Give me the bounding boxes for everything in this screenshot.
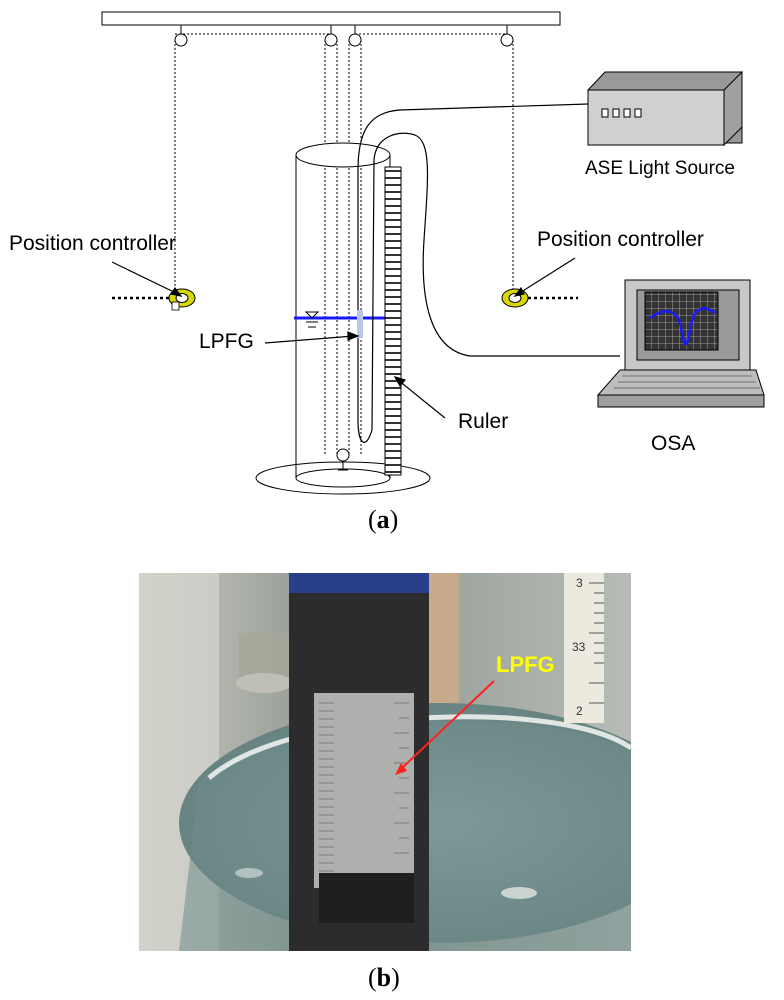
position-controller-left-label: Position controller [9,232,176,255]
optical-fiber [357,103,620,443]
setup-diagram [101,11,765,495]
experiment-photo: 3 33 2 [139,573,631,951]
pulley-strings [174,33,514,455]
osa-label: OSA [651,432,696,455]
lpfg-photo-label: LPFG [496,652,555,677]
caption-a-letter: a [376,505,390,534]
ruler-label: Ruler [458,410,509,433]
photo-ruler-mark-3: 2 [576,704,583,718]
photo-ruler-mark-1: 3 [576,576,583,590]
water-level-symbol [304,311,320,328]
label-arrows [111,257,576,419]
caption-a: (a) [368,505,398,535]
ase-light-source [587,70,743,147]
position-controller-left [112,288,196,311]
pulleys [174,25,514,47]
lpfg-photo-arrow [400,680,495,770]
osa-spectrum-trace [649,307,717,346]
bottom-weight [336,448,350,471]
caption-b-open: ( [368,963,377,992]
caption-a-close: ) [389,505,399,534]
support-bar [101,11,561,26]
caption-a-open: ( [368,505,377,534]
lpfg-label: LPFG [199,330,254,353]
osa-computer [596,279,765,408]
caption-b: (b) [368,963,400,993]
ase-light-source-label: ASE Light Source [585,158,735,179]
caption-b-close: ) [391,963,400,992]
position-controller-right-label: Position controller [537,228,704,251]
position-controller-right [501,288,578,308]
ruler [384,166,402,476]
caption-b-letter: b [376,963,392,992]
photo-ruler-mark-2: 33 [572,640,586,654]
